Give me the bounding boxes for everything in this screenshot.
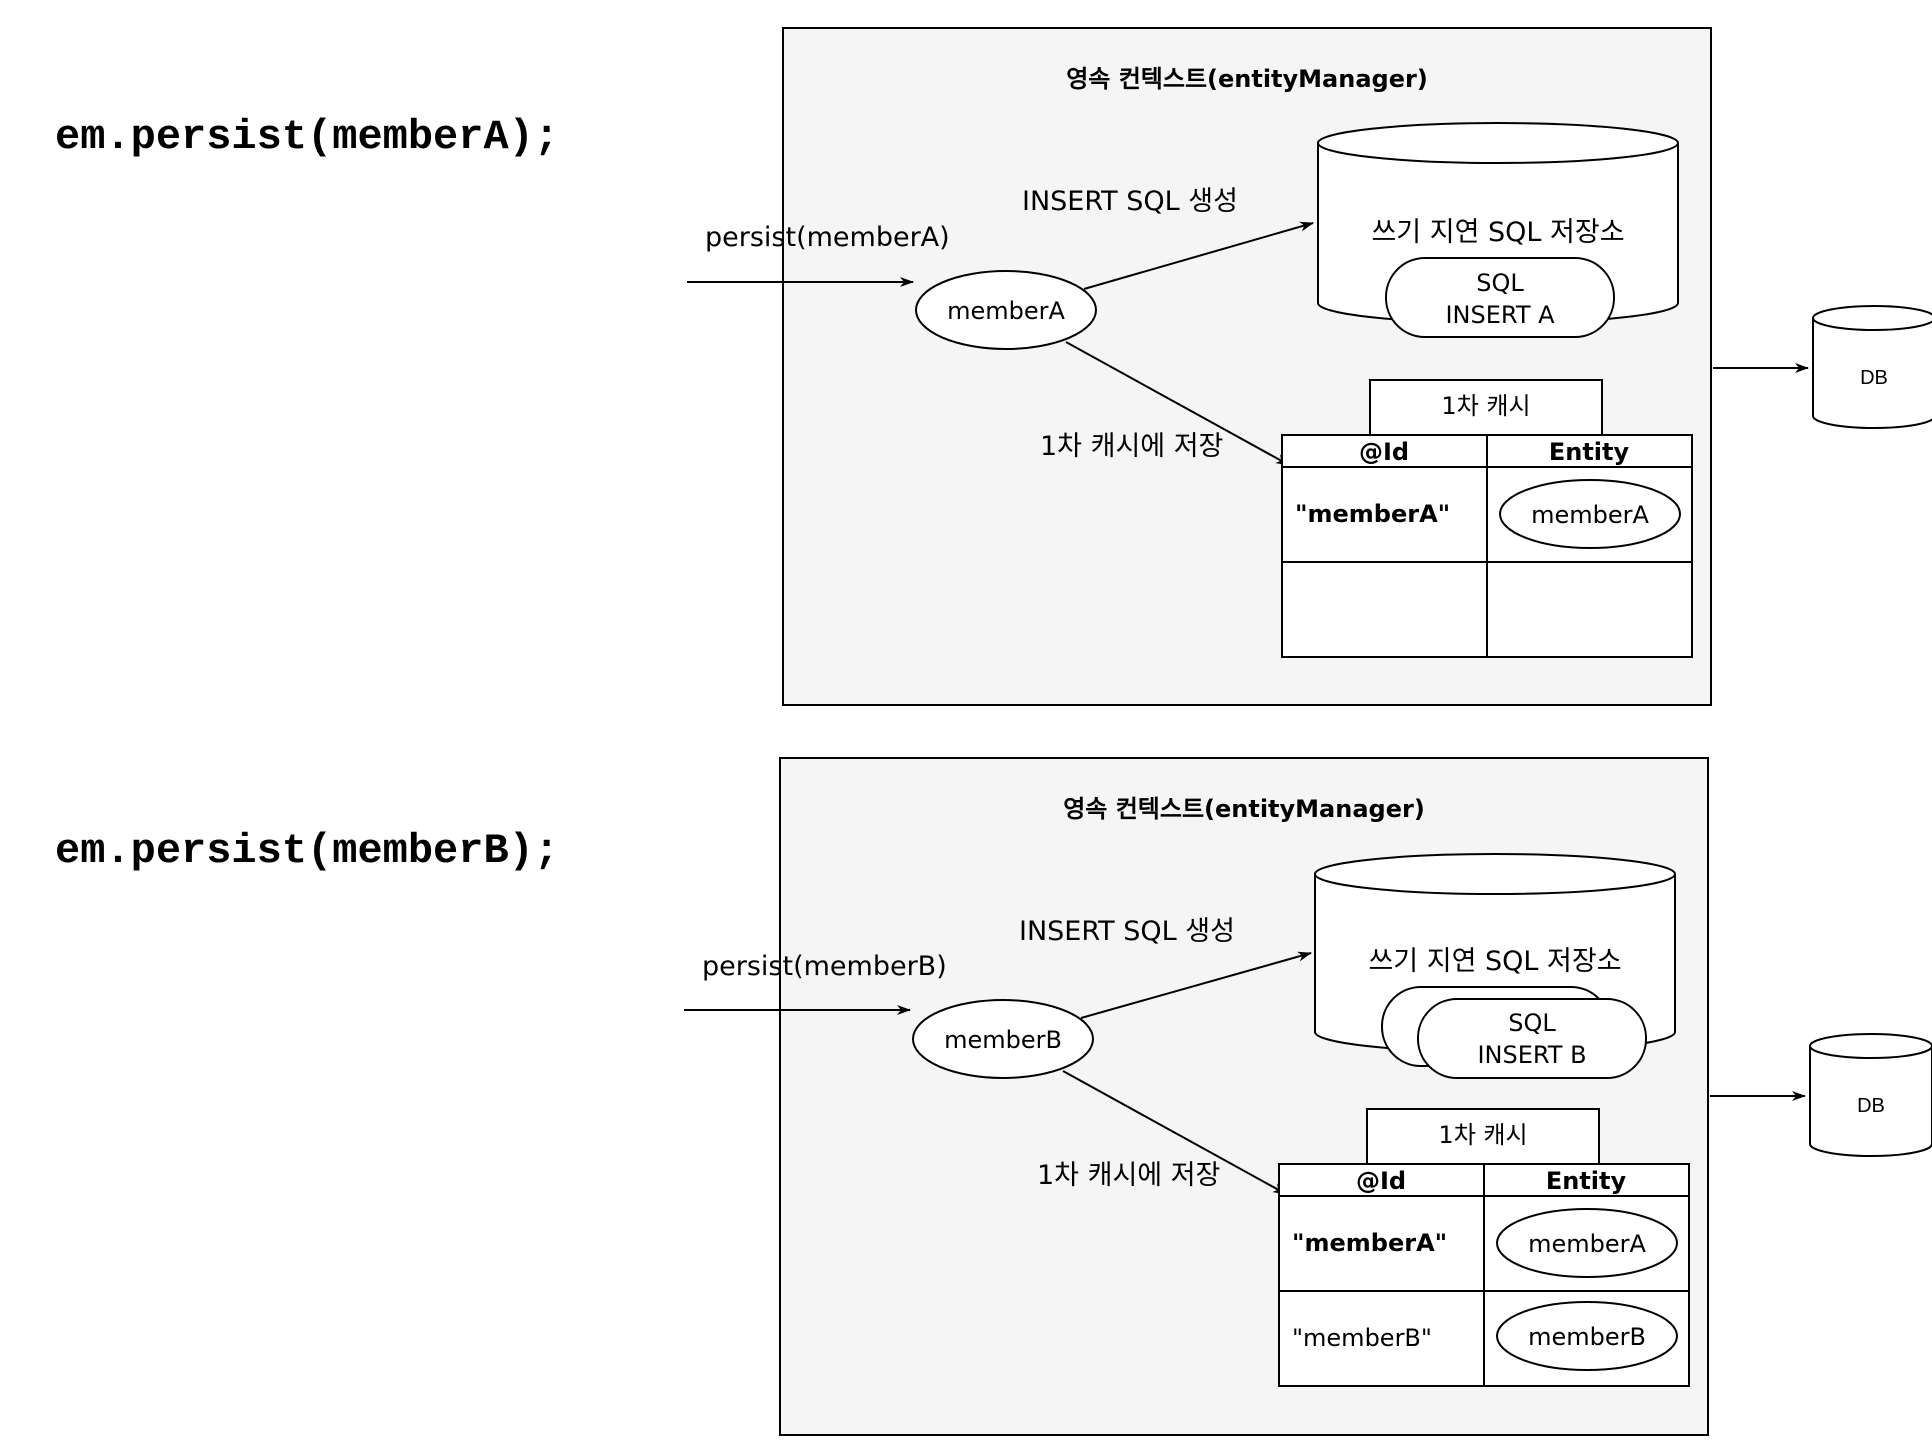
- entity-node: [915, 270, 1097, 350]
- db-cylinder: [1809, 1033, 1932, 1157]
- cache-store-arrow: [1065, 341, 1290, 466]
- insert-sql-label: INSERT SQL 생성: [1019, 916, 1235, 947]
- header-entity: Entity: [1546, 1167, 1627, 1195]
- entity-node-label: memberA: [947, 297, 1065, 325]
- cache-title: 1차 캐시: [1441, 392, 1530, 420]
- header-id: @Id: [1356, 1167, 1406, 1195]
- db-cylinder: [1812, 305, 1932, 429]
- header-id: @Id: [1359, 438, 1409, 466]
- row-entity-label: memberB: [1528, 1323, 1646, 1351]
- row-id: "memberA": [1295, 500, 1450, 528]
- persist-call-label: persist(memberB): [702, 951, 947, 982]
- row-id: "memberB": [1292, 1324, 1432, 1352]
- sql-item-line2: INSERT A: [1445, 301, 1555, 329]
- sql-store-label: 쓰기 지연 SQL 저장소: [1371, 217, 1624, 248]
- db-label: DB: [1860, 367, 1888, 389]
- entity-node: [912, 999, 1094, 1079]
- sql-item: [1417, 998, 1647, 1079]
- cache-title: 1차 캐시: [1438, 1121, 1527, 1149]
- sql-item-line1: SQL: [1508, 1009, 1556, 1037]
- panel-2: em.persist(memberB); 영속 컨텍스트(entityManag…: [55, 757, 1932, 1436]
- cache-title-box: [1369, 379, 1603, 436]
- row-entity-label: memberA: [1531, 501, 1649, 529]
- persist-call-label: persist(memberA): [705, 222, 950, 253]
- context-title: 영속 컨텍스트(entityManager): [1066, 65, 1428, 93]
- cache-store-arrow: [1062, 1070, 1287, 1195]
- insert-sql-arrow: [1083, 221, 1314, 290]
- code-line: em.persist(memberB);: [55, 827, 559, 875]
- context-title: 영속 컨텍스트(entityManager): [1063, 795, 1425, 823]
- row-entity-label: memberA: [1528, 1230, 1646, 1258]
- row-entity-node: [1496, 1208, 1678, 1278]
- code-line: em.persist(memberA);: [55, 113, 559, 161]
- cache-store-label: 1차 캐시에 저장: [1040, 431, 1223, 462]
- sql-store-label: 쓰기 지연 SQL 저장소: [1368, 946, 1621, 977]
- sql-item: [1385, 257, 1615, 338]
- row-entity-node: [1499, 479, 1681, 549]
- row-id: "memberA": [1292, 1229, 1447, 1257]
- insert-sql-label: INSERT SQL 생성: [1022, 186, 1238, 217]
- header-entity: Entity: [1549, 438, 1630, 466]
- db-label: DB: [1857, 1095, 1885, 1117]
- sql-item-line2: INSERT B: [1477, 1041, 1586, 1069]
- panel-1: em.persist(memberA); 영속 컨텍스트(entityManag…: [55, 27, 1932, 706]
- insert-sql-arrow: [1080, 951, 1312, 1019]
- cache-title-box: [1366, 1108, 1600, 1165]
- cache-table: [1281, 434, 1693, 658]
- row-entity-node: [1496, 1301, 1678, 1371]
- sql-item-line1: SQL: [1476, 269, 1524, 297]
- cache-store-label: 1차 캐시에 저장: [1037, 1160, 1220, 1191]
- entity-node-label: memberB: [944, 1026, 1062, 1054]
